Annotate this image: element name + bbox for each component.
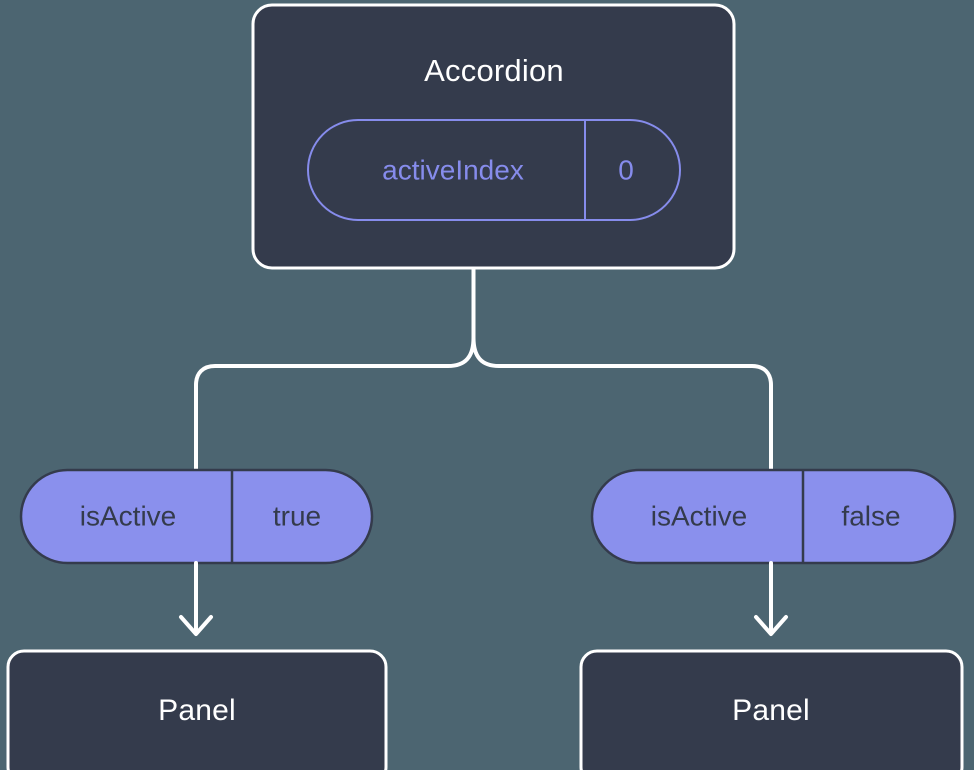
right-arrow bbox=[754, 561, 788, 636]
left-prop-pill[interactable]: isActive true bbox=[19, 468, 374, 565]
accordion-title: Accordion bbox=[424, 53, 564, 88]
accordion-prop-pill[interactable]: activeIndex 0 bbox=[307, 119, 681, 221]
right-panel-title: Panel bbox=[732, 694, 810, 727]
activeindex-key: activeIndex bbox=[382, 154, 524, 185]
left-panel-title: Panel bbox=[158, 694, 236, 727]
left-panel-box bbox=[6, 649, 388, 770]
activeindex-pill-shape bbox=[307, 119, 681, 221]
right-panel-box bbox=[579, 649, 964, 770]
right-isactive-pill-shape bbox=[590, 468, 957, 565]
accordion-box bbox=[251, 3, 736, 270]
right-arrow-head bbox=[754, 615, 788, 636]
right-isactive-key: isActive bbox=[651, 500, 747, 531]
node-panel-left[interactable]: Panel bbox=[6, 649, 388, 770]
branch-right: isActive false Panel bbox=[579, 468, 964, 770]
node-accordion[interactable]: Accordion activeIndex 0 bbox=[251, 3, 736, 270]
node-panel-right[interactable]: Panel bbox=[579, 649, 964, 770]
right-prop-pill[interactable]: isActive false bbox=[590, 468, 957, 565]
edge-fork-right bbox=[471, 336, 773, 472]
activeindex-value: 0 bbox=[618, 154, 634, 185]
left-arrow-head bbox=[179, 615, 213, 636]
left-arrow bbox=[179, 561, 213, 636]
edge-fork-left bbox=[194, 336, 476, 472]
edge-group bbox=[194, 266, 773, 472]
branch-left: isActive true Panel bbox=[6, 468, 388, 770]
left-isactive-key: isActive bbox=[80, 500, 176, 531]
left-isactive-value: true bbox=[273, 500, 321, 531]
right-isactive-value: false bbox=[841, 500, 900, 531]
